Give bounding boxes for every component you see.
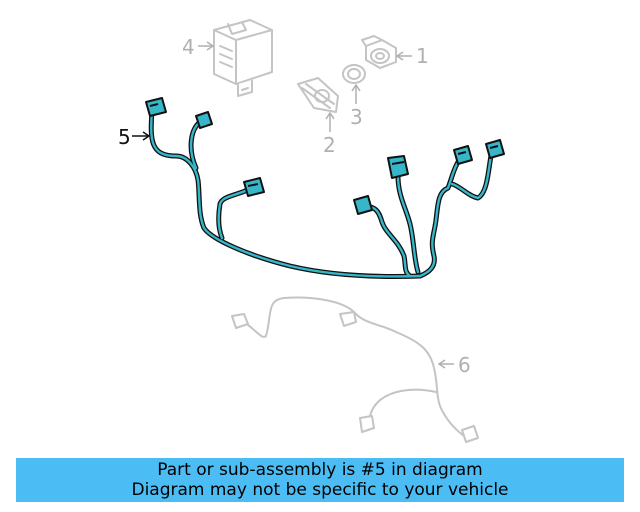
callout-5[interactable]: 5 (118, 125, 131, 149)
harness-connector (353, 195, 373, 215)
harness-connector (387, 155, 409, 179)
part-2-bracket[interactable] (297, 77, 339, 113)
callout-3[interactable]: 3 (350, 105, 363, 129)
callout-leaders (132, 41, 454, 369)
part-3-grommet[interactable] (342, 64, 366, 84)
part-4-control-module[interactable] (213, 19, 273, 97)
callout-2[interactable]: 2 (323, 133, 336, 157)
harness-connector (243, 177, 265, 197)
callout-6[interactable]: 6 (458, 353, 471, 377)
banner-line-part: Part or sub-assembly is #5 in diagram (157, 460, 483, 480)
harness-connector (145, 97, 167, 117)
callout-1[interactable]: 1 (416, 44, 429, 68)
harness-connector (485, 139, 505, 159)
parts-diagram: 1 2 3 4 5 6 (118, 19, 505, 443)
harness-wires (148, 107, 495, 280)
harness-connector (453, 145, 473, 165)
banner-line-disclaimer: Diagram may not be specific to your vehi… (131, 480, 509, 500)
harness-connector (195, 111, 213, 129)
part-1-sensor[interactable] (361, 35, 397, 69)
part-5-harness[interactable] (145, 97, 505, 280)
callout-4[interactable]: 4 (182, 35, 195, 59)
part-6-ghost-harness[interactable] (231, 296, 479, 443)
info-banner: Part or sub-assembly is #5 in diagram Di… (16, 458, 624, 502)
